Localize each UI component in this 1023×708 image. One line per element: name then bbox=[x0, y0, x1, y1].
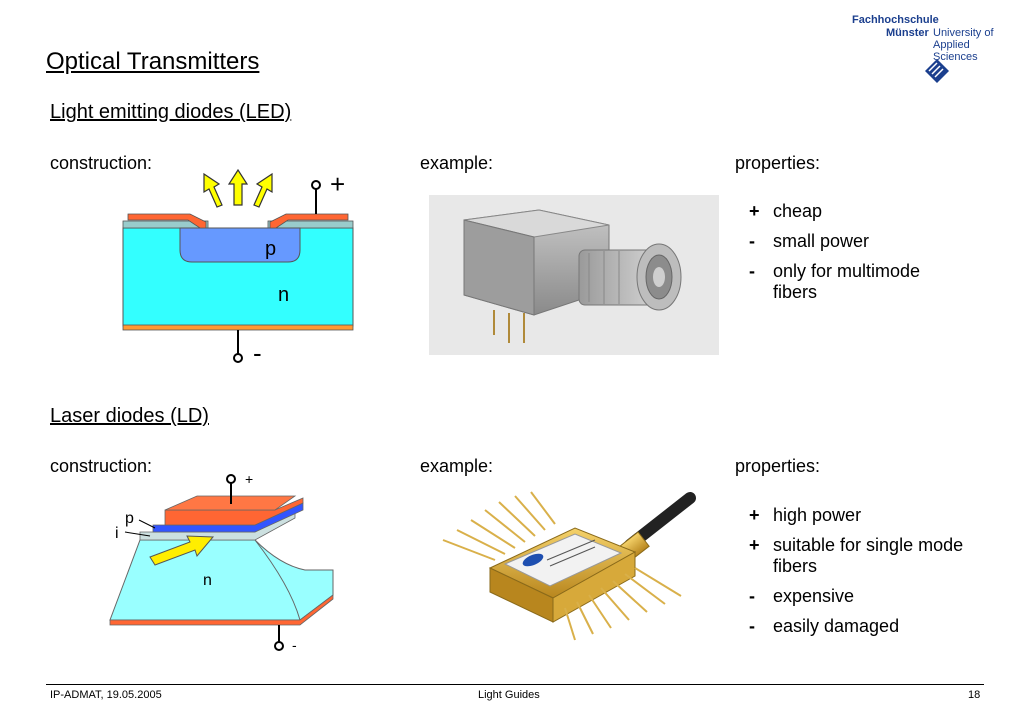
oxide-layer-right bbox=[267, 220, 354, 229]
led-plus-sign: + bbox=[330, 169, 345, 199]
ld-properties-label: properties: bbox=[735, 456, 821, 476]
ld-properties-list: + high power + suitable for single mode … bbox=[746, 505, 976, 646]
ld-minus-sign: - bbox=[292, 637, 297, 653]
logo-line-muenster: Münster bbox=[886, 27, 929, 39]
led-construction-label: construction: bbox=[50, 153, 153, 173]
led-example-photo bbox=[429, 195, 719, 355]
logo-line-fachhochschule: Fachhochschule bbox=[852, 14, 939, 26]
list-item: + suitable for single mode fibers bbox=[746, 535, 968, 577]
top-contact-left bbox=[127, 213, 207, 229]
ld-example-label: example: bbox=[420, 456, 494, 476]
led-p-label: p bbox=[265, 238, 276, 260]
list-item: - easily damaged bbox=[746, 616, 976, 637]
ld-heading: Laser diodes (LD) bbox=[50, 405, 209, 427]
property-text: cheap bbox=[773, 201, 823, 221]
laser-output-arrow-icon bbox=[149, 535, 215, 566]
light-emission-arrows bbox=[203, 168, 273, 208]
bullet: + bbox=[749, 535, 760, 555]
led-construction-diagram: + - p n bbox=[122, 168, 354, 368]
cathode-terminal bbox=[274, 641, 284, 651]
page-title: Optical Transmitters bbox=[46, 48, 260, 75]
led-n-label: n bbox=[278, 284, 289, 306]
property-text: suitable for single mode fibers bbox=[773, 535, 964, 576]
ld-plus-sign: + bbox=[245, 471, 253, 487]
led-minus-sign: - bbox=[253, 338, 262, 368]
ld-i-label: i bbox=[115, 525, 119, 542]
cathode-terminal bbox=[233, 353, 243, 363]
list-item: - expensive bbox=[746, 586, 976, 607]
anode-terminal bbox=[311, 180, 321, 190]
led-component-icon bbox=[463, 209, 682, 343]
top-contact-right bbox=[269, 213, 349, 229]
bullet: + bbox=[749, 201, 760, 221]
bottom-contact bbox=[109, 594, 334, 626]
bottom-contact bbox=[122, 324, 354, 331]
ld-p-label: p bbox=[125, 510, 134, 527]
anode-terminal bbox=[226, 474, 236, 484]
list-item: + cheap bbox=[746, 201, 976, 222]
university-logo: Fachhochschule Münster University of App… bbox=[852, 14, 1017, 86]
n-substrate bbox=[109, 539, 334, 621]
logo-line-applied-sciences: Applied Sciences bbox=[933, 39, 978, 63]
laser-diode-module-icon bbox=[442, 491, 696, 641]
bullet: - bbox=[749, 261, 755, 281]
led-example-label: example: bbox=[420, 153, 494, 173]
p-region bbox=[179, 227, 301, 263]
logo-line-university: University of bbox=[933, 27, 994, 39]
led-properties-label: properties: bbox=[735, 153, 821, 173]
ld-construction-label: construction: bbox=[50, 456, 153, 476]
bullet: - bbox=[749, 586, 755, 606]
ld-construction-diagram: + - p i n bbox=[109, 471, 334, 653]
footer-page-number: 18 bbox=[968, 689, 981, 701]
bullet: - bbox=[749, 616, 755, 636]
property-text: expensive bbox=[773, 586, 855, 606]
property-text: high power bbox=[773, 505, 862, 525]
property-text: small power bbox=[773, 231, 870, 251]
oxide-layer-left bbox=[122, 220, 209, 229]
ld-example-photo bbox=[435, 490, 710, 645]
led-properties-list: + cheap - small power - only for multimo… bbox=[746, 201, 976, 312]
list-item: + high power bbox=[746, 505, 976, 526]
property-text: easily damaged bbox=[773, 616, 900, 636]
list-item: - only for multimode fibers bbox=[746, 261, 968, 303]
bullet: + bbox=[749, 505, 760, 525]
property-text: only for multimode fibers bbox=[773, 261, 921, 302]
bullet: - bbox=[749, 231, 755, 251]
footer-divider bbox=[46, 684, 984, 685]
ld-n-label: n bbox=[203, 572, 212, 589]
logo-emblem-icon bbox=[925, 59, 949, 83]
list-item: - small power bbox=[746, 231, 976, 252]
led-heading: Light emitting diodes (LED) bbox=[50, 101, 292, 123]
footer-center: Light Guides bbox=[478, 689, 540, 701]
footer-left: IP-ADMAT, 19.05.2005 bbox=[50, 689, 162, 701]
